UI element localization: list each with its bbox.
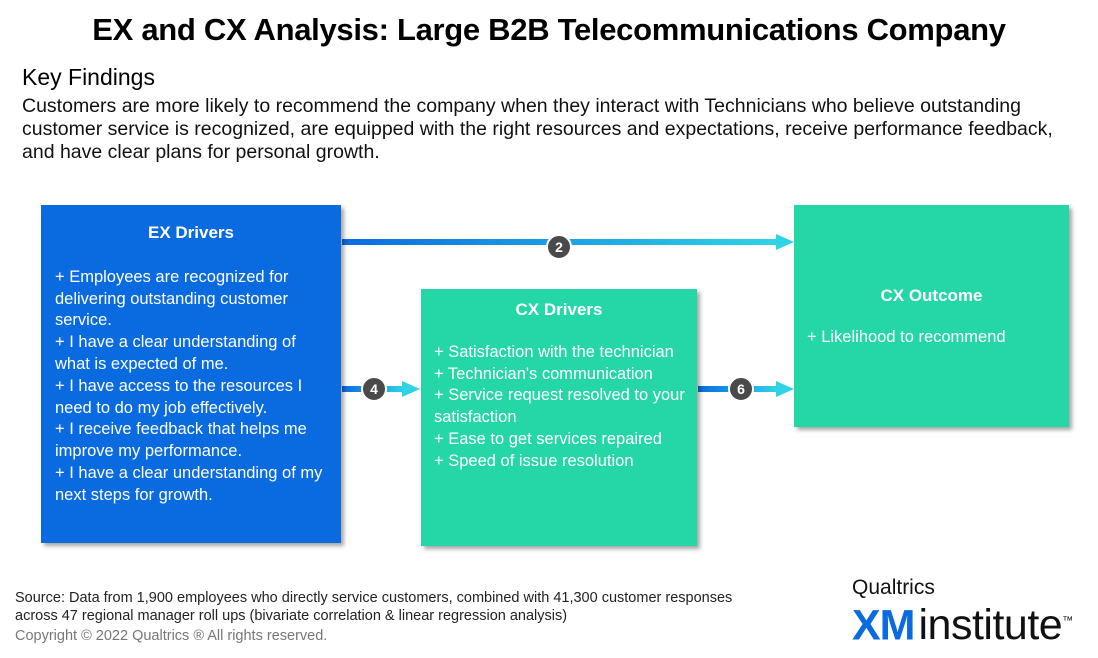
logo-qualtrics-text: Qualtrics	[852, 576, 935, 599]
key-findings-text: Customers are more likely to recommend t…	[22, 95, 1053, 163]
logo-xm: XM	[852, 601, 915, 650]
list-item: + Ease to get services repaired	[434, 429, 662, 448]
connection-badge-label: 6	[737, 381, 745, 397]
ex-drivers-list: + Employees are recognized for deliverin…	[41, 267, 341, 507]
logo-institute: institute	[918, 601, 1063, 650]
page-title: EX and CX Analysis: Large B2B Telecommun…	[92, 12, 1006, 47]
list-item: + Satisfaction with the technician	[434, 342, 674, 361]
list-item: + Likelihood to recommend	[807, 327, 1006, 346]
connection-badge	[546, 234, 572, 260]
arrow-ex-to-outcome: 2	[342, 234, 794, 260]
list-item: + Speed of issue resolution	[434, 451, 634, 470]
cx-outcome-box: CX Outcome + Likelihood to recommend	[794, 205, 1069, 427]
list-item: + I have access to the resources I need …	[55, 376, 303, 417]
arrow-cx-to-outcome: 6	[698, 376, 794, 402]
connection-badge-label: 2	[555, 239, 563, 255]
copyright-note: Copyright © 2022 Qualtrics ® All rights …	[15, 628, 328, 644]
cx-drivers-box: CX Drivers + Satisfaction with the techn…	[421, 289, 697, 546]
arrow-ex-to-cx: 4	[342, 376, 420, 402]
list-item: + Technician's communication	[434, 364, 653, 383]
connection-badge-label: 4	[370, 381, 378, 397]
key-findings-heading: Key Findings	[22, 64, 155, 90]
cx-outcome-list: + Likelihood to recommend	[794, 327, 1069, 349]
connection-badge	[361, 376, 387, 402]
cx-drivers-list: + Satisfaction with the technician + Tec…	[421, 342, 697, 473]
cx-outcome-title: CX Outcome	[880, 286, 983, 305]
logo-trademark: ™	[1062, 615, 1074, 627]
list-item: + Employees are recognized for deliverin…	[55, 267, 289, 330]
ex-drivers-title: EX Drivers	[148, 223, 234, 242]
connection-badge	[728, 376, 754, 402]
ex-drivers-box: EX Drivers + Employees are recognized fo…	[41, 205, 341, 543]
source-note: Source: Data from 1,900 employees who di…	[15, 590, 733, 624]
list-item: + I receive feedback that helps me impro…	[55, 420, 307, 461]
list-item: + I have a clear understanding of what i…	[55, 333, 296, 373]
list-item: + Service request resolved to your satis…	[434, 386, 685, 427]
cx-drivers-title: CX Drivers	[515, 300, 603, 319]
logo-xm-institute: XMinstitute™	[852, 598, 1073, 648]
list-item: + I have a clear understanding of my nex…	[55, 463, 323, 504]
